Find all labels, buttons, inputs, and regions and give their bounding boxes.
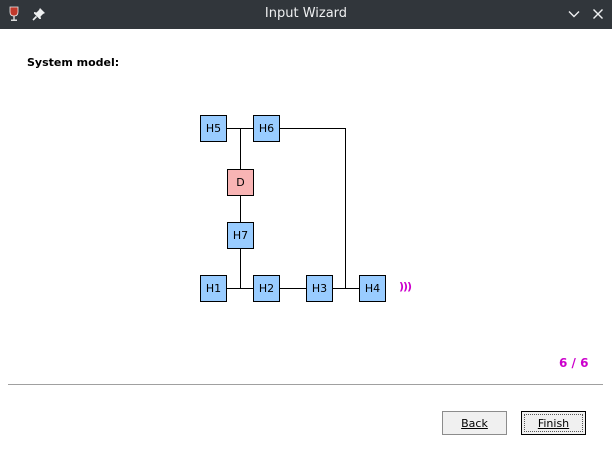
wizard-content: System model: H5 H6 D H7 H1 H2 H3 xyxy=(0,29,612,460)
chevron-down-icon[interactable] xyxy=(566,6,582,22)
node-h6[interactable]: H6 xyxy=(253,115,280,142)
node-h1[interactable]: H1 xyxy=(200,275,227,302)
finish-button[interactable]: Finish xyxy=(521,411,586,435)
node-h2[interactable]: H2 xyxy=(253,275,280,302)
close-icon[interactable] xyxy=(590,6,606,22)
link-h6-loop xyxy=(279,128,346,289)
title-bar: Input Wizard xyxy=(0,0,612,29)
window-title: Input Wizard xyxy=(264,6,348,21)
separator xyxy=(8,384,603,385)
system-model-diagram: H5 H6 D H7 H1 H2 H3 H4 ))) xyxy=(0,29,612,460)
node-h4[interactable]: H4 xyxy=(359,275,386,302)
node-h7[interactable]: H7 xyxy=(227,222,254,249)
wine-glass-icon xyxy=(6,6,22,22)
wireless-signal-icon: ))) xyxy=(399,280,412,293)
page-heading: System model: xyxy=(27,56,120,69)
back-button[interactable]: Back xyxy=(442,411,507,435)
node-d[interactable]: D xyxy=(227,169,254,196)
pin-icon[interactable] xyxy=(31,6,47,22)
page-indicator: 6 / 6 xyxy=(559,356,589,370)
diagram-links xyxy=(227,128,359,289)
node-h3[interactable]: H3 xyxy=(306,275,333,302)
node-h5[interactable]: H5 xyxy=(200,115,227,142)
